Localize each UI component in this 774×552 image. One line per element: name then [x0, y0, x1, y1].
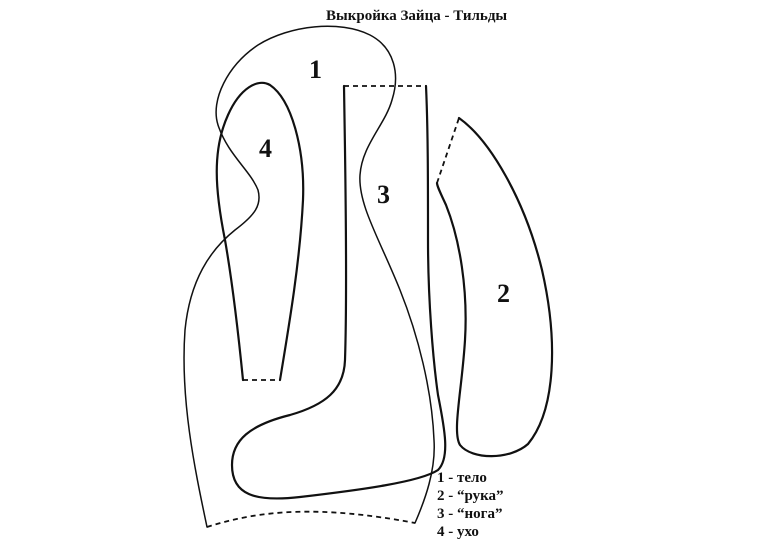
piece-body-opening	[206, 510, 416, 528]
piece-number-4: 4	[259, 134, 272, 163]
legend-item-ear: 4 - ухо	[437, 524, 479, 540]
piece-number-3: 3	[377, 180, 390, 209]
piece-arm	[435, 116, 554, 458]
piece-ear	[215, 81, 305, 382]
legend-item-leg: 3 - “нога”	[437, 506, 503, 522]
piece-number-2: 2	[497, 279, 510, 308]
piece-leg-outline	[230, 84, 447, 500]
piece-arm-outline	[435, 116, 554, 458]
legend-item-body: 1 - тело	[437, 470, 487, 486]
piece-number-1: 1	[309, 55, 322, 84]
pattern-title: Выкройка Зайца - Тильды	[326, 8, 508, 24]
piece-leg	[230, 84, 447, 500]
piece-body	[183, 25, 435, 528]
piece-body-outline	[183, 25, 435, 528]
legend: 1 - тело 2 - “рука” 3 - “нога” 4 - ухо	[437, 469, 504, 541]
piece-arm-opening	[436, 117, 460, 184]
legend-item-arm: 2 - “рука”	[437, 488, 504, 504]
piece-ear-outline	[215, 81, 305, 382]
